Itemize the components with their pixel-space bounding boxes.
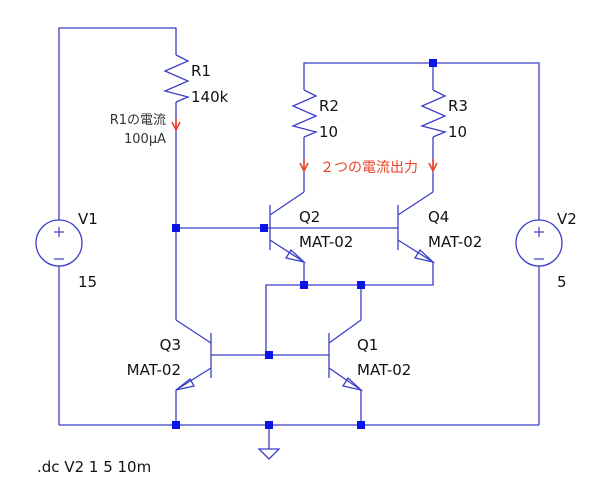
r1-name-label: R1 <box>191 62 211 80</box>
transistor-q3[interactable] <box>175 319 212 391</box>
ground-icon[interactable] <box>257 448 281 460</box>
junction-node <box>172 421 180 429</box>
r3-value-label: 10 <box>448 123 467 141</box>
current-arrow-icon <box>428 159 438 173</box>
r3-name-label: R3 <box>448 97 468 115</box>
wire-emitter-row[interactable] <box>265 262 434 355</box>
junction-nodes <box>172 59 437 429</box>
v2-name-label: V2 <box>557 210 577 228</box>
resistor-r2[interactable] <box>291 89 319 138</box>
v1-name-label: V1 <box>78 210 98 228</box>
r2-name-label: R2 <box>319 97 339 115</box>
junction-node <box>265 421 273 429</box>
r1-current-value: 100µA <box>124 132 166 147</box>
q4-model-label: MAT-02 <box>428 233 482 251</box>
q1-name-label: Q1 <box>357 336 378 354</box>
transistor-q1[interactable] <box>328 319 364 392</box>
r1-current-label: R1の電流 <box>110 113 166 128</box>
voltage-source-v2[interactable] <box>515 219 563 267</box>
q1-model-label: MAT-02 <box>357 361 411 379</box>
current-arrow-icon <box>171 118 181 132</box>
q2-name-label: Q2 <box>299 208 320 226</box>
v2-value-label: 5 <box>557 273 567 291</box>
junction-node <box>357 281 365 289</box>
q2-model-label: MAT-02 <box>299 233 353 251</box>
v1-value-label: 15 <box>78 273 97 291</box>
q3-name-label: Q3 <box>160 336 181 354</box>
wire-v2-top[interactable] <box>303 62 540 220</box>
junction-node <box>265 351 273 359</box>
output-current-label: ２つの電流出力 <box>320 160 418 176</box>
r1-value-label: 140k <box>191 88 229 106</box>
current-arrow-icon <box>299 159 309 173</box>
wire-v1-top[interactable] <box>58 27 177 220</box>
transistor-q4[interactable] <box>397 191 436 264</box>
q4-name-label: Q4 <box>428 208 449 226</box>
voltage-source-v1[interactable] <box>35 219 83 267</box>
junction-node <box>172 224 180 232</box>
junction-node <box>357 421 365 429</box>
resistor-r3[interactable] <box>420 89 448 138</box>
q3-model-label: MAT-02 <box>127 361 181 379</box>
spice-directive[interactable]: .dc V2 1 5 10m <box>37 458 151 476</box>
r2-value-label: 10 <box>319 123 338 141</box>
junction-node <box>429 59 437 67</box>
junction-node <box>260 224 268 232</box>
transistor-q2[interactable] <box>269 191 307 264</box>
resistor-r1[interactable] <box>163 54 191 103</box>
junction-node <box>300 281 308 289</box>
